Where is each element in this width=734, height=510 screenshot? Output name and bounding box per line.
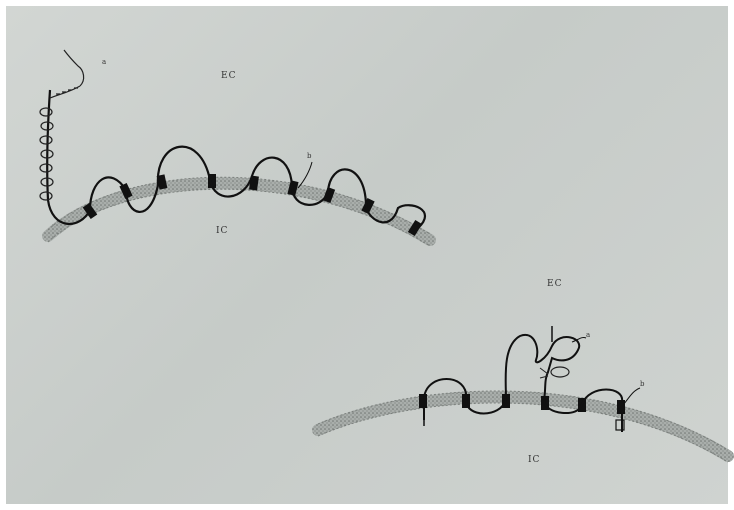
bottom-diagram xyxy=(318,326,728,462)
label-b-top: b xyxy=(307,152,311,160)
label-ec-top: EC xyxy=(221,71,236,81)
polypeptide-chain-bottom xyxy=(424,335,622,432)
label-ic-top: IC xyxy=(216,226,228,236)
label-ec-bottom: EC xyxy=(547,279,562,289)
n-terminal-coil-top xyxy=(40,50,84,200)
label-a-bottom: a xyxy=(586,331,590,339)
membrane-band-bottom xyxy=(318,397,728,456)
label-ic-bottom: IC xyxy=(528,455,540,465)
transmembrane-segments-top xyxy=(83,174,422,236)
membrane-band-top xyxy=(48,183,430,240)
label-a-top: a xyxy=(102,58,106,66)
label-b-bottom: b xyxy=(640,380,644,388)
